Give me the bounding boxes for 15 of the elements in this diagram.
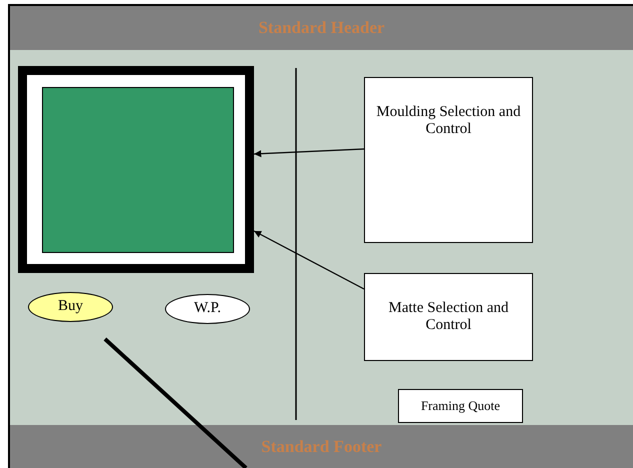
picture-frame-drawing — [18, 66, 254, 273]
text-box — [398, 389, 523, 423]
banner-band — [10, 425, 633, 468]
band-title: Standard Footer — [261, 436, 382, 456]
text-box — [364, 273, 533, 361]
arrow — [254, 148, 364, 158]
arrow — [254, 230, 364, 290]
box-label: Matte Selection and Control — [388, 300, 510, 334]
box-label: Framing Quote — [420, 398, 500, 414]
box-label: Buy — [58, 298, 83, 316]
text-box — [364, 77, 533, 243]
box-label: Moulding Selection and Control — [375, 104, 522, 138]
box-label: W.P. — [194, 300, 221, 318]
banner-band — [10, 6, 633, 50]
band-title: Standard Header — [258, 18, 385, 38]
